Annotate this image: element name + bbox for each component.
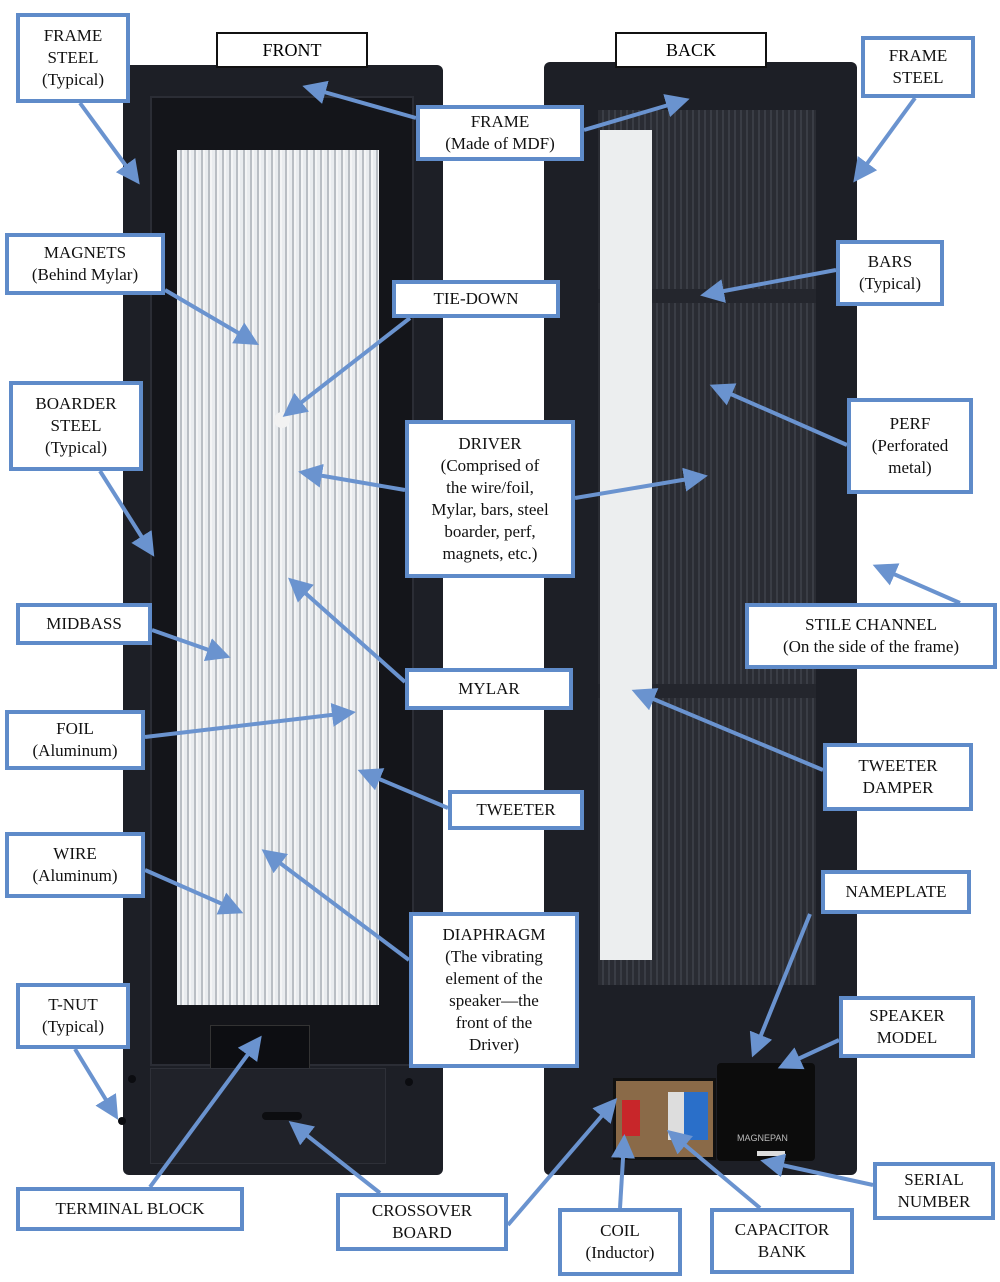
tweeter-damper — [600, 130, 652, 960]
arrow — [288, 1121, 382, 1195]
label-boarder-steel: BOARDER STEEL (Typical) — [9, 381, 143, 471]
arrow — [631, 688, 824, 772]
nameplate: MAGNEPAN — [717, 1063, 815, 1161]
label-terminal-block: TERMINAL BLOCK — [16, 1187, 244, 1231]
label-wire: WIRE (Aluminum) — [5, 832, 145, 898]
label-magnets: MAGNETS (Behind Mylar) — [5, 233, 165, 295]
label-midbass: MIDBASS — [16, 603, 152, 645]
arrow — [144, 868, 244, 915]
label-stile-channel: STILE CHANNEL (On the side of the frame) — [745, 603, 997, 669]
label-tweeter: TWEETER — [448, 790, 584, 830]
label-frame-steel-left: FRAME STEEL (Typical) — [16, 13, 130, 103]
coil — [622, 1100, 640, 1136]
t-nut-hole — [118, 1117, 126, 1125]
arrow — [709, 383, 848, 447]
arrow — [282, 316, 412, 417]
arrow — [666, 1129, 762, 1210]
label-tie-down: TIE-DOWN — [392, 280, 560, 318]
label-frame: FRAME (Made of MDF) — [416, 105, 584, 161]
t-nut-hole — [405, 1078, 413, 1086]
label-serial-number: SERIAL NUMBER — [873, 1162, 995, 1220]
label-tweeter-damper: TWEETER DAMPER — [823, 743, 973, 811]
arrow — [298, 463, 406, 492]
arrow — [506, 1097, 618, 1227]
front-header: FRONT — [216, 32, 368, 68]
arrow — [872, 563, 961, 605]
arrow — [853, 96, 917, 183]
arrow — [611, 1134, 636, 1209]
arrow — [777, 1038, 840, 1070]
t-nut-hole — [128, 1075, 136, 1083]
arrow — [302, 80, 417, 120]
arrow — [163, 288, 259, 346]
arrow — [760, 1153, 874, 1187]
label-t-nut: T-NUT (Typical) — [16, 983, 130, 1049]
label-frame-steel-right: FRAME STEEL — [861, 36, 975, 98]
label-capacitor-bank: CAPACITOR BANK — [710, 1208, 854, 1274]
nameplate-brand: MAGNEPAN — [737, 1133, 788, 1143]
label-coil: COIL (Inductor) — [558, 1208, 682, 1276]
label-speaker-model: SPEAKER MODEL — [839, 996, 975, 1058]
arrow — [144, 702, 356, 739]
label-nameplate: NAMEPLATE — [821, 870, 971, 914]
arrow — [151, 628, 231, 662]
arrow — [98, 469, 155, 557]
arrow — [148, 1035, 262, 1189]
back-header: BACK — [615, 32, 767, 68]
arrow — [700, 268, 837, 303]
arrow — [583, 94, 690, 132]
arrow — [288, 577, 407, 684]
label-driver: DRIVER (Comprised of the wire/foil, Myla… — [405, 420, 575, 578]
crossover-slot — [262, 1112, 302, 1120]
label-diaphragm: DIAPHRAGM (The vibrating element of the … — [409, 912, 579, 1068]
serial-sticker — [757, 1151, 785, 1156]
arrow — [261, 849, 411, 962]
arrow — [574, 467, 708, 500]
label-crossover-board: CROSSOVER BOARD — [336, 1193, 508, 1251]
label-foil: FOIL (Aluminum) — [5, 710, 145, 770]
arrow — [357, 768, 449, 810]
label-mylar: MYLAR — [405, 668, 573, 710]
arrow — [78, 101, 140, 185]
label-perf: PERF (Perforated metal) — [847, 398, 973, 494]
label-bars: BARS (Typical) — [836, 240, 944, 306]
arrow — [749, 913, 812, 1058]
arrow — [73, 1047, 119, 1120]
